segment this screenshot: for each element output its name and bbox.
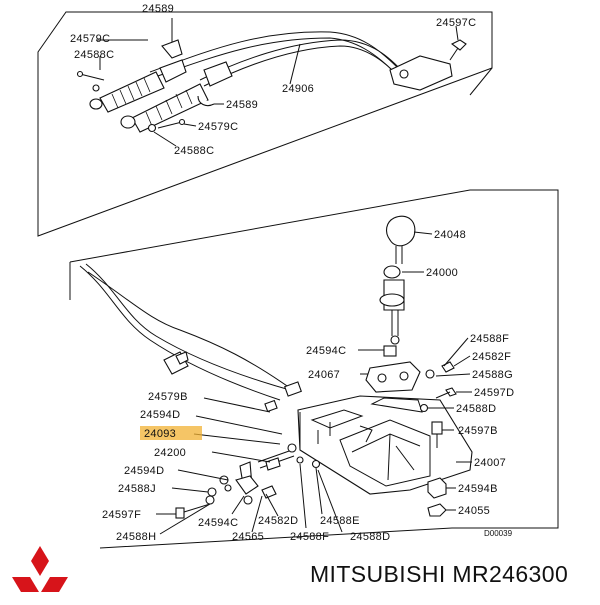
- label-24007: 24007: [474, 457, 506, 469]
- label-24588G: 24588G: [472, 369, 513, 381]
- label-24588C-left: 24588C: [74, 49, 114, 61]
- lower-assembly-frame: [69, 189, 559, 549]
- label-24000: 24000: [426, 267, 458, 279]
- label-24055: 24055: [458, 505, 490, 517]
- label-24589-mid: 24589: [226, 99, 258, 111]
- brand-title: MITSUBISHI MR246300: [310, 561, 568, 587]
- label-24565: 24565: [232, 531, 264, 543]
- label-24906: 24906: [282, 83, 314, 95]
- label-24594C-low: 24594C: [198, 517, 238, 529]
- label-24588C-mid: 24588C: [174, 145, 214, 157]
- shift-cable-end-parts: [175, 443, 321, 519]
- fasteners-right: [419, 361, 457, 517]
- cable-end-boot-upper: [89, 59, 187, 113]
- leader-lines-top: [96, 18, 459, 147]
- upper-cable-frame: [37, 11, 493, 237]
- lower-shift-cables: [79, 263, 302, 413]
- upper-shift-cables: [149, 31, 411, 87]
- label-24597F: 24597F: [102, 509, 141, 521]
- diagram-code: D00039: [484, 529, 513, 538]
- label-24048: 24048: [434, 229, 466, 241]
- label-24588E: 24588E: [320, 515, 360, 527]
- label-24579C-left: 24579C: [70, 33, 110, 45]
- highlight-24093: [140, 426, 202, 440]
- label-24597C-top: 24597C: [436, 17, 476, 29]
- label-24588D-low: 24588D: [350, 531, 390, 543]
- label-24588F-right: 24588F: [470, 333, 509, 345]
- clip-24589-top: [161, 39, 183, 59]
- label-24588D-right: 24588D: [456, 403, 496, 415]
- label-24594C-mid: 24594C: [306, 345, 346, 357]
- label-24200: 24200: [154, 447, 186, 459]
- label-24093: 24093: [144, 428, 176, 440]
- label-24594B: 24594B: [458, 483, 498, 495]
- washer-left: [92, 84, 100, 92]
- lever-holder: [365, 345, 421, 393]
- washer-mid: [147, 123, 157, 133]
- label-24597D: 24597D: [474, 387, 514, 399]
- clip-24589-mid: [197, 95, 215, 107]
- label-24582F-right: 24582F: [472, 351, 511, 363]
- label-24588J: 24588J: [118, 483, 156, 495]
- cable-bracket-upper: [389, 39, 467, 91]
- label-24067: 24067: [308, 369, 340, 381]
- label-24579B: 24579B: [148, 391, 188, 403]
- label-24579C-mid: 24579C: [198, 121, 238, 133]
- leader-lines-lower: [156, 231, 472, 535]
- cotter-pin-left: [76, 70, 105, 81]
- label-24589-top: 24589: [142, 3, 174, 15]
- label-24582D: 24582D: [258, 515, 298, 527]
- cable-end-boot-lower: [120, 61, 233, 133]
- label-24594D-low: 24594D: [124, 465, 164, 477]
- shift-lever-bracket: [297, 395, 473, 495]
- mitsubishi-logo: [12, 546, 68, 592]
- label-24594D-top: 24594D: [140, 409, 180, 421]
- shift-lever-assembly: [379, 215, 416, 345]
- cotter-pin-mid: [157, 118, 186, 129]
- label-24597B: 24597B: [458, 425, 498, 437]
- part-number-labels: 24589 24597C 24579C 24588C 24906 24589 2…: [70, 3, 514, 543]
- label-24588F-low: 24588F: [290, 531, 329, 543]
- label-24588H: 24588H: [116, 531, 156, 543]
